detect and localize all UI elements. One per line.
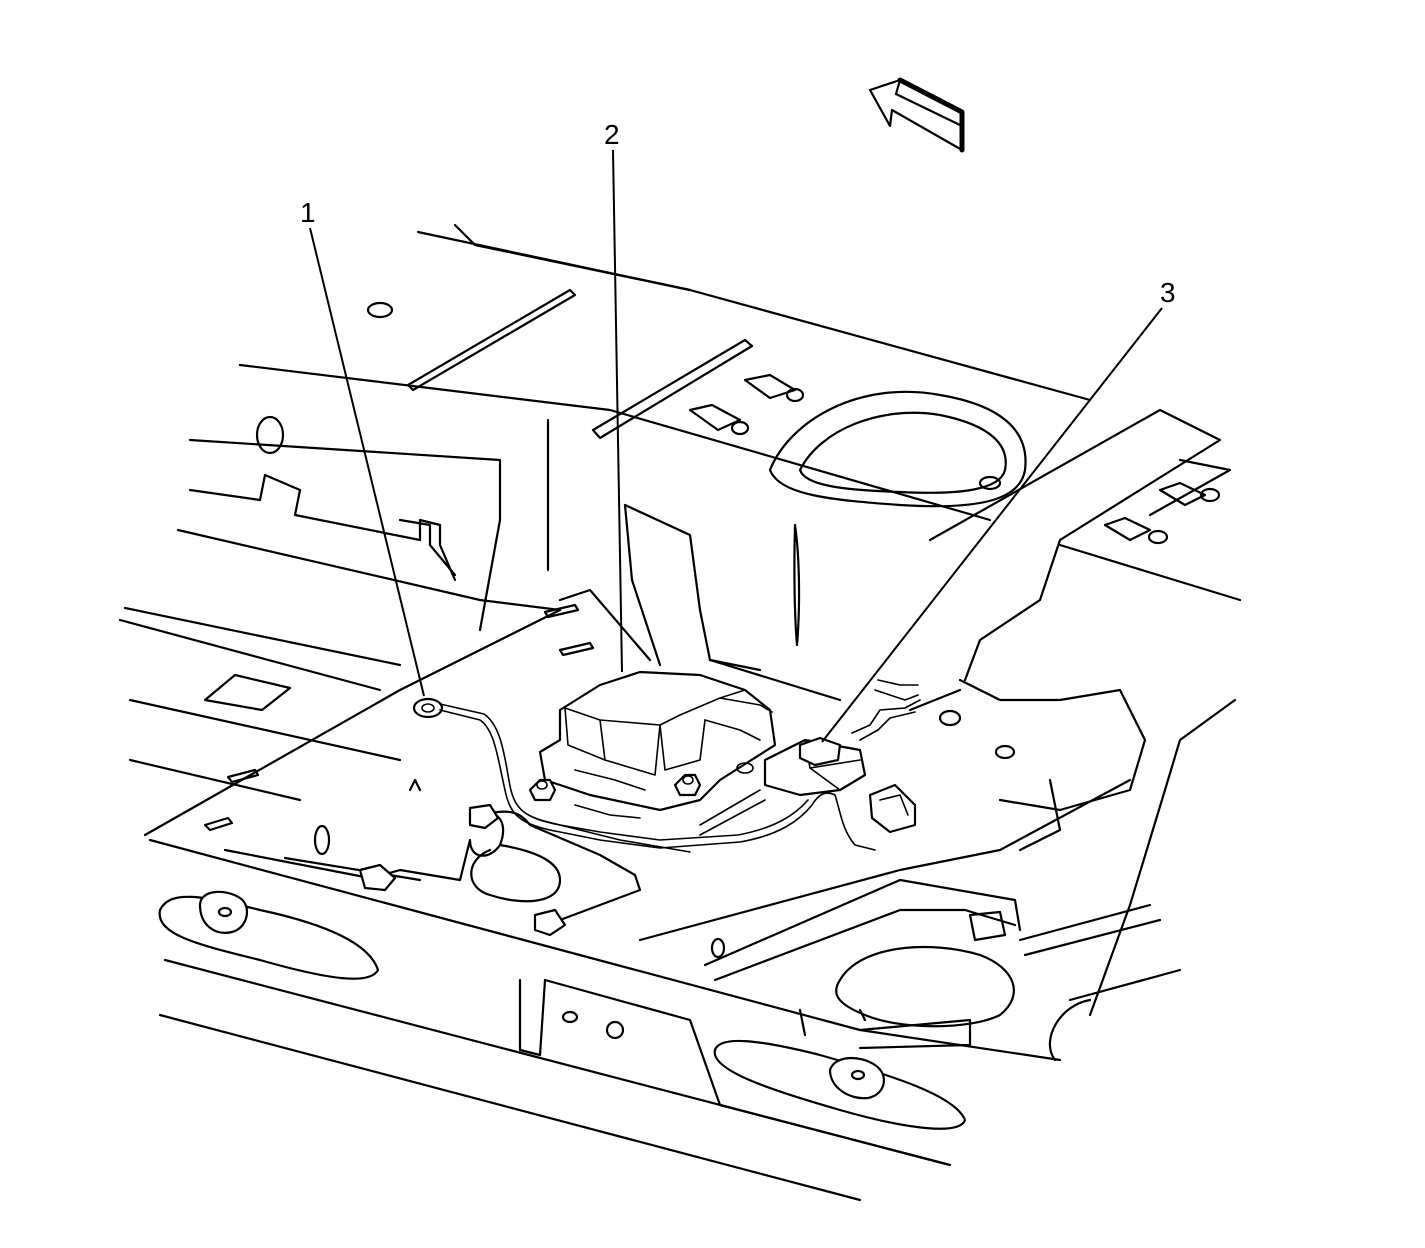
callout-1-label: 1 — [300, 197, 316, 228]
callout-2-label: 2 — [604, 119, 620, 150]
floor-panel-structure — [118, 223, 1242, 802]
callout-3-label: 3 — [1160, 277, 1176, 308]
callout-2: 2 — [604, 119, 623, 673]
forward-direction-arrow-icon — [868, 77, 965, 153]
callout-3: 3 — [821, 277, 1176, 743]
module-connector — [763, 679, 921, 834]
callout-1: 1 — [300, 197, 425, 697]
sensing-diagnostic-module — [528, 670, 777, 853]
wiring-harness — [358, 697, 876, 937]
cargo-floor — [143, 603, 1237, 1202]
